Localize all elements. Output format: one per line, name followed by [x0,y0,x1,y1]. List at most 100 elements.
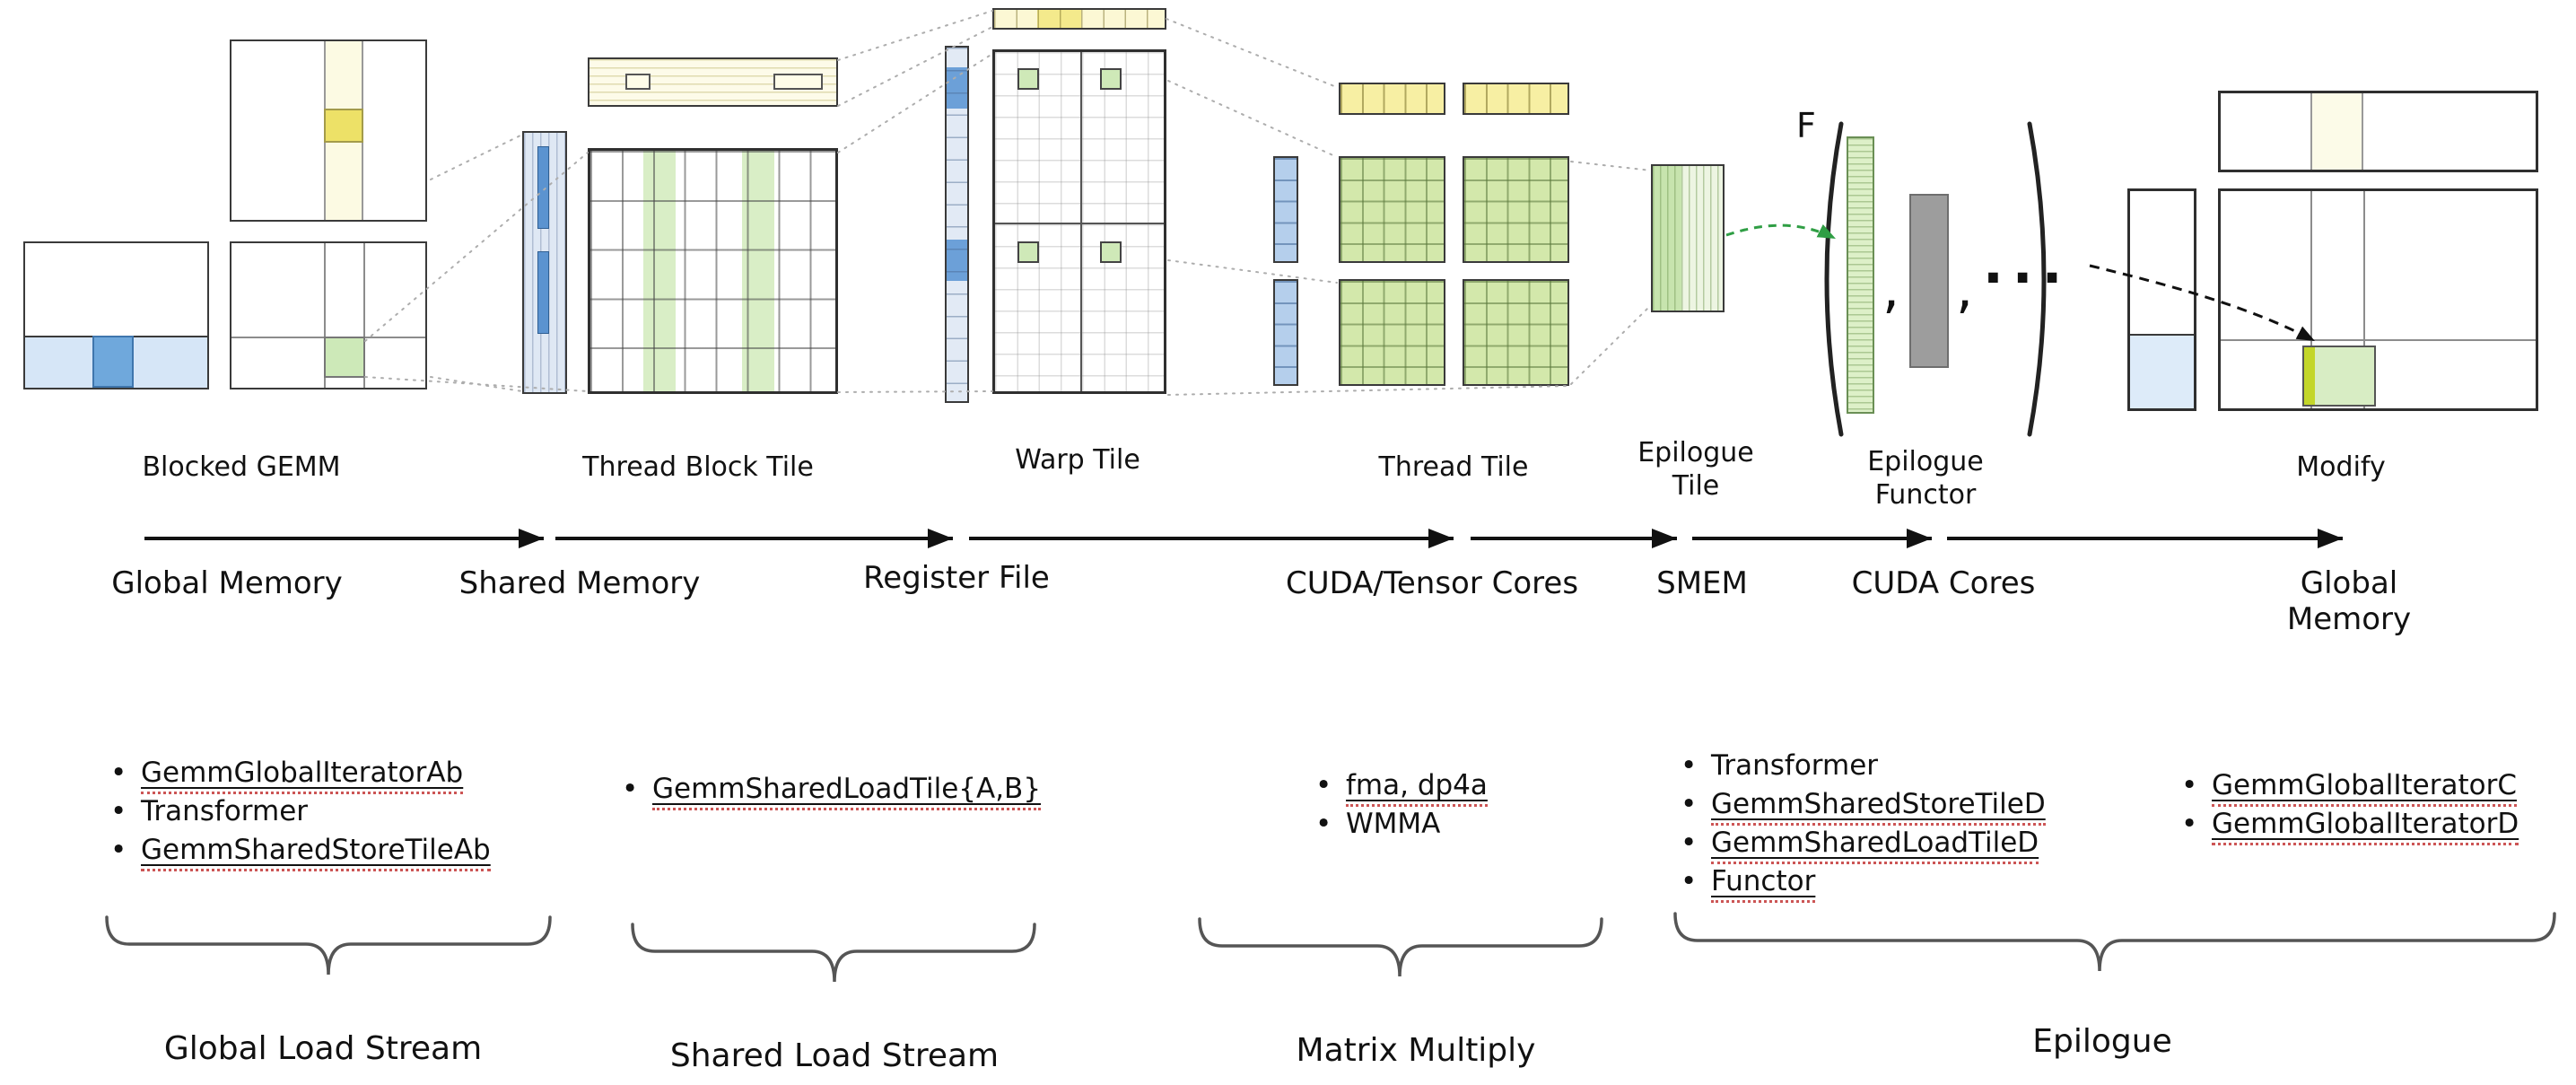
list-item-text: GemmGlobalIteratorD [2212,808,2519,845]
list-item: fma, dp4a [1308,766,1488,807]
list-item-text: WMMA [1346,808,1441,840]
list-item: GemmSharedStoreTileD [1673,785,2046,826]
functor-comma: , [1882,258,1900,320]
stream-matrix-multiply-label: Matrix Multiply [1296,1032,1536,1069]
warp-b-strip [992,8,1166,30]
modify-c-gridline [2363,191,2365,408]
list-item-text: fma, dp4a [1346,769,1488,807]
modify-label: Modify [2296,451,2386,483]
list-item-text: Transformer [141,795,309,827]
warp-a-strip-cells [947,48,967,401]
epilogue-tile-stripes [1653,166,1723,311]
stream-global-load-label: Global Load Stream [163,1030,483,1067]
stage-register-file: Register File [863,560,1050,596]
list-item-text: GemmSharedStoreTileD [1711,788,2046,826]
stage-cuda-tensor-cores: CUDA/Tensor Cores [1285,565,1579,601]
stream-epilogue-label: Epilogue [2032,1023,2172,1060]
list-item: GemmSharedLoadTileD [1673,824,2046,864]
bullet-list-global-store: GemmGlobalIteratorC GemmGlobalIteratorD [2174,766,2519,845]
epilogue-tile-label: Epilogue Tile [1637,437,1754,502]
stage-global-memory-1: Global Memory [111,565,343,601]
list-item-text: Functor [1711,865,1816,903]
functor-gray-operand [1909,194,1949,368]
functor-f-symbol: F [1796,106,1816,145]
warp-green-cell [1100,68,1122,90]
brace-shared-load [631,923,1036,983]
list-item: GemmGlobalIteratorAb [103,754,491,794]
warp-tile-grid [992,49,1166,394]
modify-c-gridline [2221,339,2536,341]
stage-shared-memory: Shared Memory [458,565,701,601]
accumulator-gridlines [590,151,835,391]
list-item: GemmSharedLoadTile{A,B} [615,770,1042,810]
threadblock-b-fragment-strip [588,57,838,107]
thread-block-tile-label: Thread Block Tile [582,451,814,483]
list-item: GemmGlobalIteratorC [2174,766,2519,807]
bullet-list-epilogue: Transformer GemmSharedStoreTileD GemmSha… [1673,747,2046,903]
thread-b-strip [1463,83,1569,115]
matrix-b-active-block [324,109,363,143]
warp-a-strip [945,46,969,403]
matrix-a-active-block [92,336,134,388]
list-item: GemmGlobalIteratorD [2174,805,2519,845]
list-item-text: Transformer [1711,749,1879,782]
thread-accumulator-grid [1339,156,1445,263]
list-item: Functor [1673,862,2046,903]
blocked-gemm-matrix-a [23,241,209,389]
list-item-text: GemmGlobalIteratorC [2212,769,2518,807]
list-item-text: GemmGlobalIteratorAb [141,757,464,794]
list-item-text: GemmSharedLoadTile{A,B} [652,773,1042,810]
brace-epilogue [1673,912,2556,972]
functor-ellipsis: ··· [1983,247,2072,310]
thread-accumulator-grid [1339,279,1445,386]
warp-quadrant-divider [1080,52,1082,391]
functor-paren-open [1824,121,1844,437]
bullet-list-global-load: GemmGlobalIteratorAb Transformer GemmSha… [103,754,491,871]
bullet-list-shared-load: GemmSharedLoadTile{A,B} [615,770,1042,810]
thread-accumulator-grid [1463,279,1569,386]
stream-braces [105,912,2556,983]
warp-b-strip-cells [994,10,1165,28]
list-item: GemmSharedStoreTileAb [103,831,491,871]
warp-green-cell [1017,241,1039,263]
thread-a-strip [1273,279,1298,386]
brace-global-load [105,915,552,976]
warp-green-cell [1100,241,1122,263]
list-item: WMMA [1308,805,1488,844]
functor-accumulator-strip [1847,136,1874,414]
warp-quadrant-divider [995,223,1164,224]
b-fragment-cell [773,74,823,90]
stage-cuda-cores: CUDA Cores [1851,565,2036,601]
matrix-c-active-block [324,337,365,378]
list-item-text: GemmSharedLoadTileD [1711,827,2039,864]
thread-b-strip [1339,83,1445,115]
list-item-text: GemmSharedStoreTileAb [141,834,491,871]
epilogue-tile-highlight [1653,166,1681,311]
modify-matrix-b [2218,91,2538,172]
warp-a-strip-highlight [947,240,967,281]
warp-tile-label: Warp Tile [1015,444,1140,476]
modify-b-column-band [2310,93,2363,170]
list-item: Transformer [1673,747,2046,785]
blocked-gemm-matrix-c [230,241,427,389]
a-fragment-bar [537,146,549,229]
warp-green-cell [1017,68,1039,90]
functor-comma: , [1956,258,1974,320]
a-fragment-bar [537,251,549,334]
blocked-gemm-matrix-b [230,39,427,222]
epilogue-tile-to-functor-arrow [1725,223,1837,241]
epilogue-tile [1651,164,1725,312]
modify-active-sliver [2304,347,2315,405]
threadblock-a-fragment-strip [522,131,567,394]
modify-active-block [2302,346,2376,407]
modify-matrix-a [2127,188,2196,411]
bullet-list-matrix-multiply: fma, dp4a WMMA [1308,766,1488,844]
modify-a-row-band [2130,334,2194,408]
thread-tile-label: Thread Tile [1378,451,1529,483]
thread-a-strip [1273,156,1298,263]
list-item: Transformer [103,792,491,831]
blocked-gemm-label: Blocked GEMM [142,451,341,483]
brace-matrix-multiply [1198,917,1603,977]
stage-smem: SMEM [1656,565,1748,601]
